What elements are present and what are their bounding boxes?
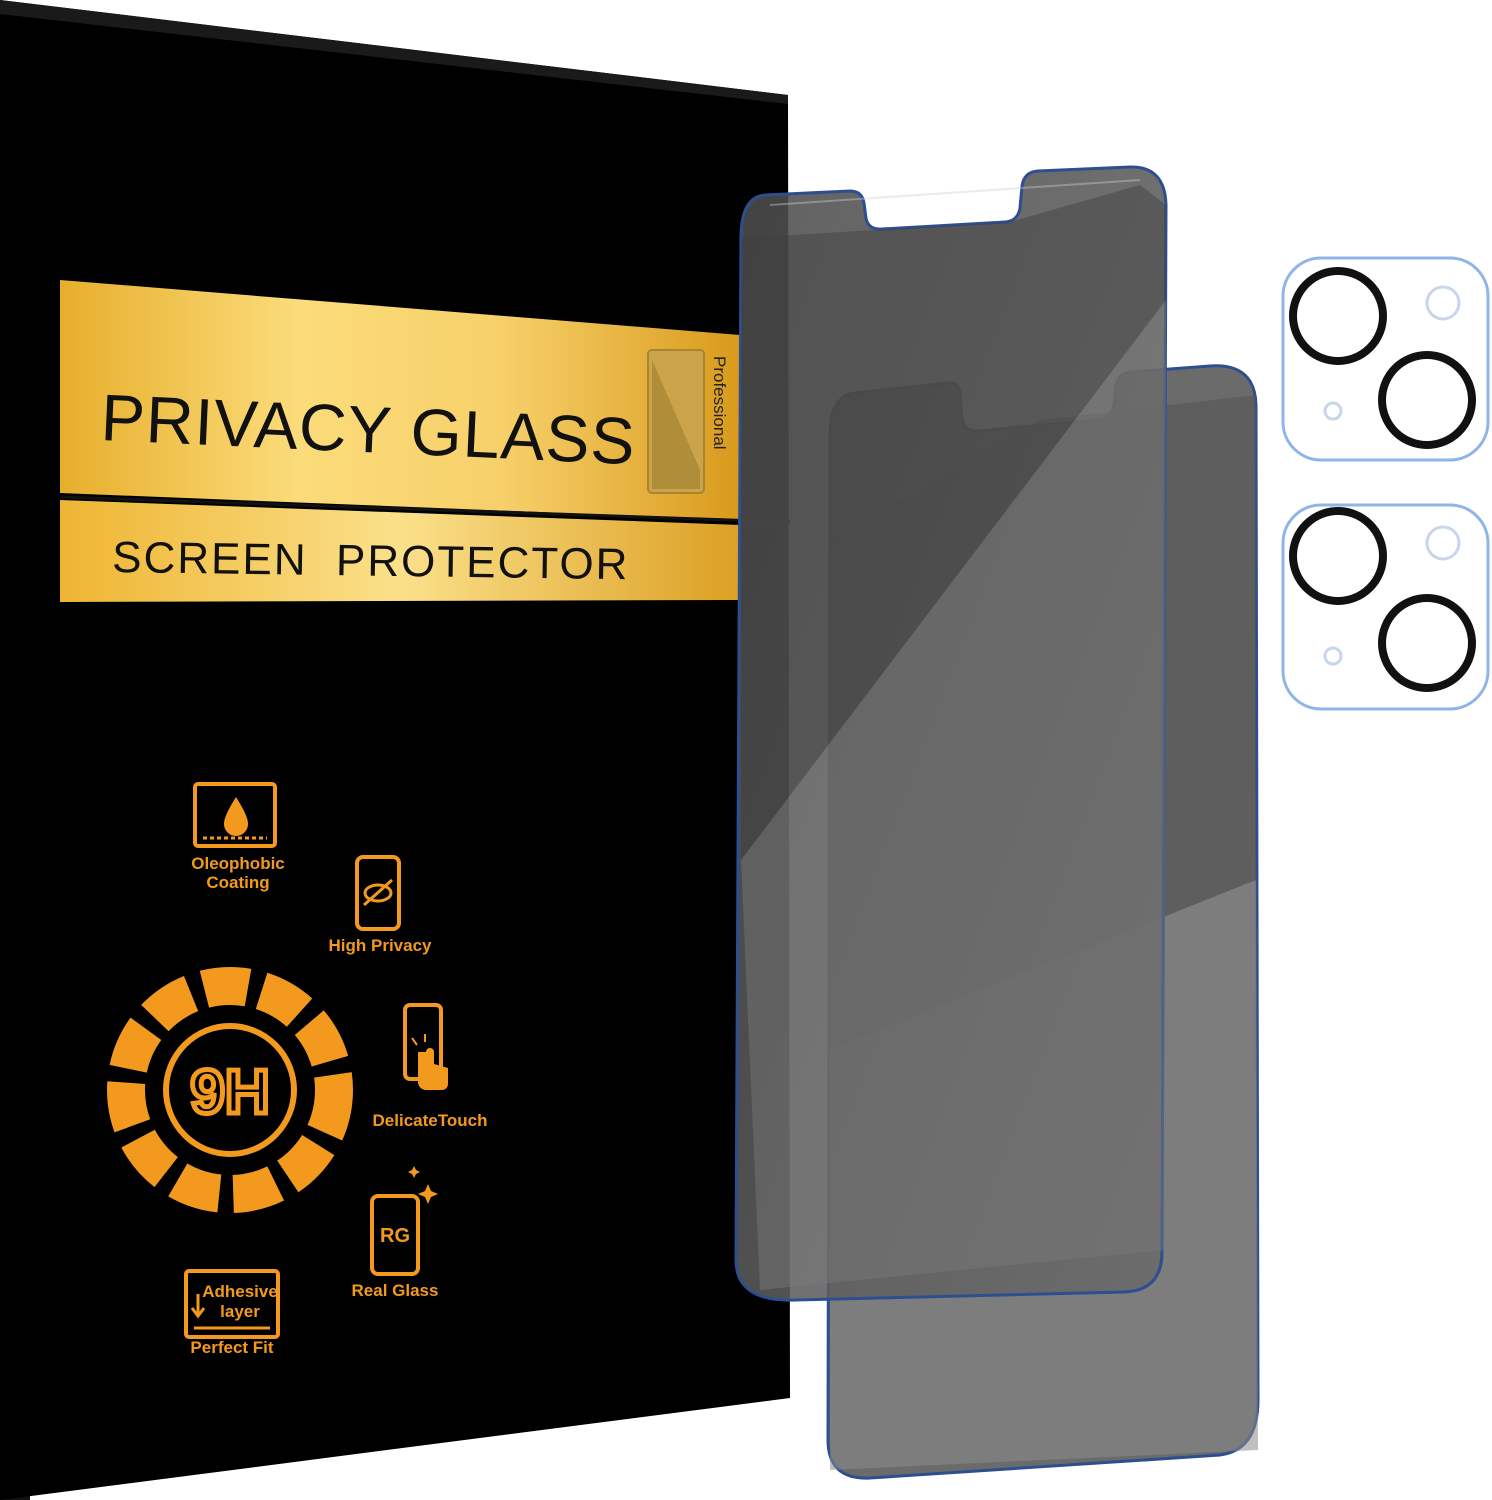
hardness-wheel-icon: 9H <box>107 967 353 1213</box>
box-subtitle: SCREEN PROTECTOR <box>112 533 630 589</box>
high-privacy-label: High Privacy <box>329 936 433 955</box>
hardness-label: 9H <box>190 1058 269 1127</box>
adhesive-label-1: Adhesive <box>202 1282 278 1301</box>
privacy-glass-panel-front <box>734 165 1168 1302</box>
oleophobic-label-1: Oleophobic <box>191 854 285 873</box>
oil-drop-icon <box>193 782 277 848</box>
real-glass-badge: RG <box>380 1225 410 1247</box>
adhesive-label-2: layer <box>220 1302 260 1321</box>
eye-slash-phone-icon <box>355 855 401 931</box>
perfect-fit-label: Perfect Fit <box>190 1338 273 1357</box>
gold-band-top <box>60 280 740 520</box>
professional-phone-icon <box>647 349 705 494</box>
adhesive-layer-icon <box>184 1269 280 1339</box>
box-side-label: Professional <box>710 356 729 450</box>
touch-phone-icon <box>403 1003 448 1090</box>
camera-lens-protector-icon <box>1281 256 1490 462</box>
feature-icons: Oleophobic Coating High Privacy 9H Delic… <box>107 782 488 1357</box>
camera-lens-protector-icon-2 <box>1281 503 1490 711</box>
oleophobic-label-2: Coating <box>206 873 269 892</box>
gold-band-bottom <box>60 500 740 602</box>
delicate-touch-label: DelicateTouch <box>373 1111 488 1130</box>
real-glass-icon: RG <box>370 1166 438 1276</box>
retail-box: PRIVACY GLASS SCREEN PROTECTOR Professio… <box>0 0 791 1500</box>
real-glass-label: Real Glass <box>352 1281 439 1300</box>
